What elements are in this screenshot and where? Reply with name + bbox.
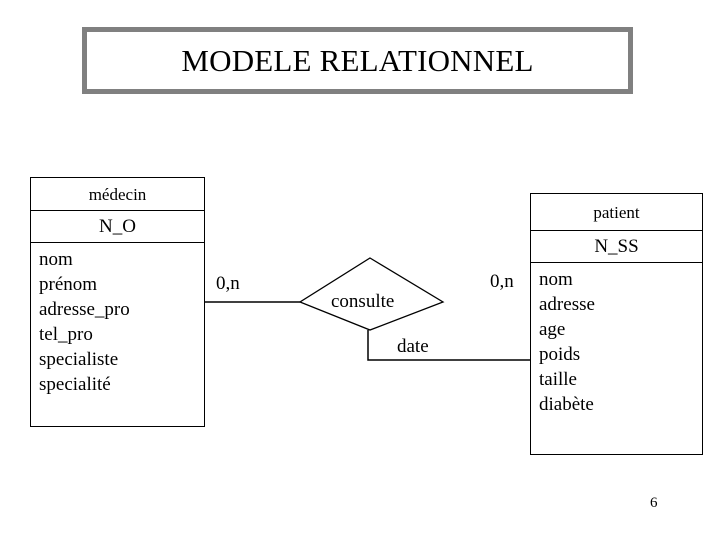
page-title: MODELE RELATIONNEL <box>181 43 534 78</box>
entity-medecin-attribute: prénom <box>39 274 98 295</box>
cardinality-patient-side: 0,n <box>490 271 514 292</box>
entity-medecin-attribute: specialiste <box>39 349 119 370</box>
relationship-attribute-date: date <box>397 336 429 357</box>
entity-medecin-name: médecin <box>31 178 204 211</box>
entity-patient-attribute: nom <box>539 269 573 290</box>
entity-patient-attributes: nom adresse age poids taille diabète <box>531 263 702 417</box>
relationship-label-consulte: consulte <box>331 291 395 312</box>
entity-patient-attribute: age <box>539 319 566 340</box>
entity-patient-name: patient <box>531 194 702 231</box>
entity-patient-attribute: taille <box>539 369 577 390</box>
entity-medecin-attribute: nom <box>39 249 73 270</box>
entity-patient-attribute: poids <box>539 344 581 365</box>
entity-medecin[interactable]: médecin N_O nom prénom adresse_pro tel_p… <box>30 177 205 427</box>
entity-medecin-attribute: adresse_pro <box>39 299 130 320</box>
page-number: 6 <box>650 495 658 511</box>
entity-medecin-key: N_O <box>31 211 204 243</box>
cardinality-medecin-side: 0,n <box>216 273 240 294</box>
entity-patient-attribute: adresse <box>539 294 595 315</box>
slide-title-box: MODELE RELATIONNEL <box>82 27 633 94</box>
entity-medecin-attribute: tel_pro <box>39 324 93 345</box>
entity-patient[interactable]: patient N_SS nom adresse age poids taill… <box>530 193 703 455</box>
entity-patient-attribute: diabète <box>539 394 594 415</box>
entity-medecin-attribute: specialité <box>39 374 111 395</box>
entity-patient-key: N_SS <box>531 231 702 263</box>
edge-consulte-patient <box>367 330 530 361</box>
entity-medecin-attributes: nom prénom adresse_pro tel_pro specialis… <box>31 243 204 397</box>
